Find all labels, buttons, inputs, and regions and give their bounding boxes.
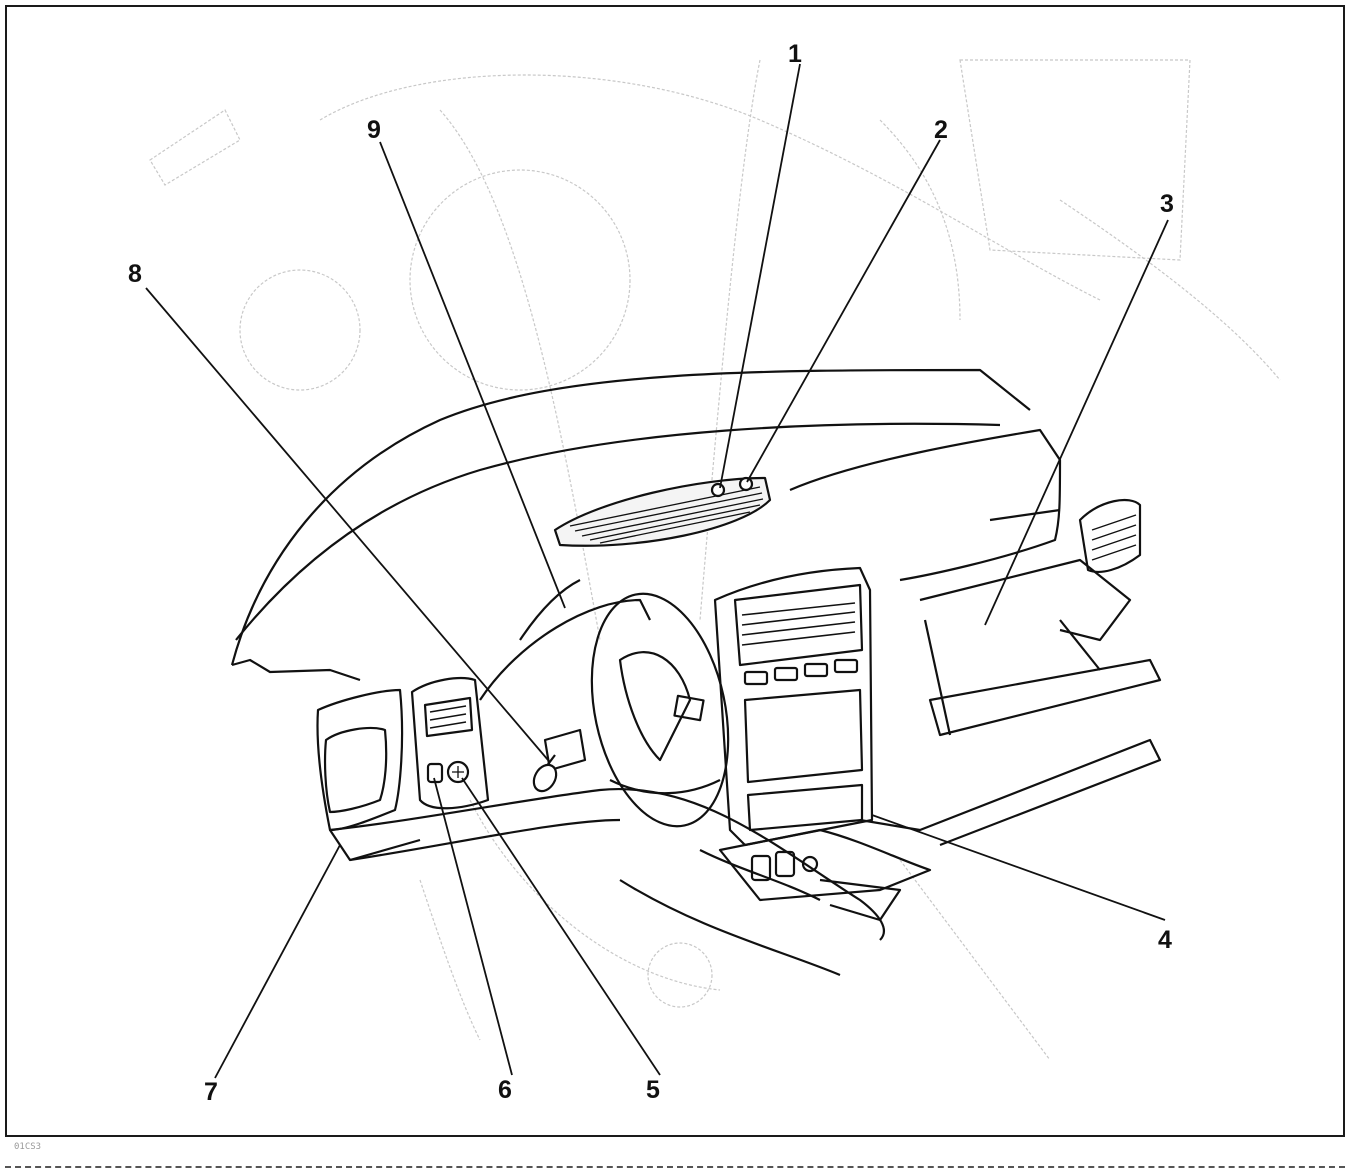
callout-2: 2 [934,116,948,144]
leader-line-3 [984,219,1169,626]
leader-line-8 [145,287,549,761]
callout-6: 6 [498,1076,512,1104]
callout-7: 7 [204,1078,218,1106]
figure-code: 01CS3 [14,1142,42,1152]
ghost-background [149,59,1281,1061]
leader-line-6 [433,777,513,1076]
leader-lines [145,63,1169,1079]
diagram-frame [5,5,1345,1137]
leader-line-2 [746,139,941,483]
callout-9: 9 [367,116,381,144]
callout-1: 1 [788,40,802,68]
leader-line-4 [871,814,1166,921]
leader-line-7 [214,844,341,1079]
callout-5: 5 [646,1076,660,1104]
leader-line-5 [461,777,661,1076]
callout-8: 8 [128,260,142,288]
callout-3: 3 [1160,190,1174,218]
callout-4: 4 [1158,926,1172,954]
bottom-rule [5,1166,1345,1168]
leader-line-1 [719,63,801,489]
instrument-panel [230,368,1162,977]
leader-line-9 [379,141,566,609]
